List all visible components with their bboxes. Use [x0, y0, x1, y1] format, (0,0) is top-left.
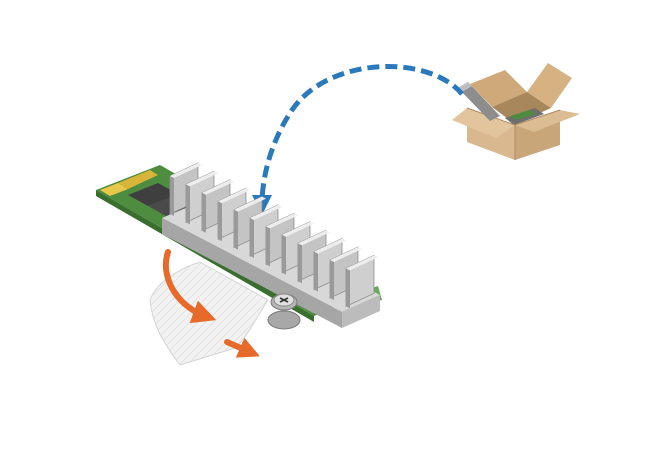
- heatsink-fin-edge: [282, 234, 286, 275]
- heatsink-fin-top: [202, 179, 234, 195]
- heatsink-fins: [169, 162, 378, 309]
- heatsink-fin-edge: [170, 176, 174, 216]
- heatsink-fin-top: [346, 255, 378, 271]
- gold-contacts: [100, 183, 128, 196]
- screw-icon: [267, 293, 301, 330]
- dashed-curved-arrow-icon: [252, 64, 464, 215]
- heatsink-fin-edge: [218, 201, 222, 242]
- heatsink-fin-top: [266, 213, 298, 229]
- heatsink-fin-top: [186, 171, 218, 187]
- heatsink-fin-top: [234, 196, 266, 212]
- heatsink-fin-top: [282, 221, 314, 237]
- heatsink-fin-edge: [266, 226, 270, 267]
- heatsink-fin-edge: [314, 251, 318, 292]
- heatsink-fin-edge: [202, 192, 206, 233]
- heatsink-fin-edge: [346, 268, 350, 309]
- heatsink-fin-top: [314, 238, 346, 254]
- heatsink-fin-edge: [186, 184, 190, 225]
- heatsink-fin-edge: [250, 218, 254, 258]
- heatsink-strip-in-box: [458, 82, 500, 121]
- heatsink-fin-top: [298, 230, 330, 246]
- heatsink-fin-edge: [298, 243, 302, 284]
- straight-arrow-icon: [224, 337, 260, 358]
- heatsink-fin-top: [218, 188, 250, 204]
- heatsink-fin-top: [170, 163, 202, 178]
- heatsink-fin-top: [330, 247, 362, 262]
- heatsink-fin-edge: [330, 260, 334, 300]
- open-cardboard-box-icon: [452, 63, 580, 160]
- heatsink-fin-edge: [234, 209, 238, 250]
- curved-arrow-icon: [162, 249, 217, 324]
- heatsink-fin-top: [250, 205, 282, 220]
- chip: [128, 183, 178, 206]
